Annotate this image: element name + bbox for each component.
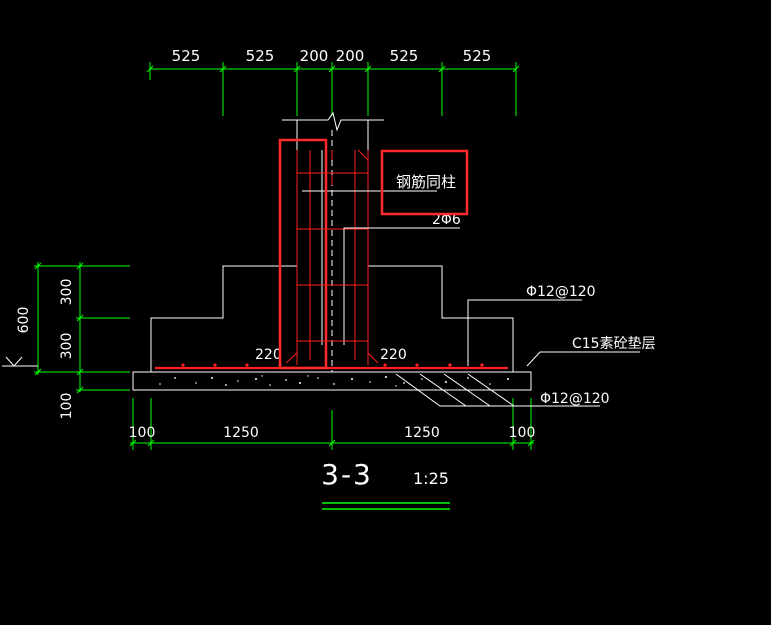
- left-dimension-chain: 600 300 300 100: [2, 262, 130, 419]
- top-dim-1: 525: [172, 47, 201, 65]
- section-title: 3-3 1:25: [321, 458, 450, 510]
- label-highlight-box: [380, 149, 469, 216]
- bottom-rebar-label: Φ12@120: [540, 391, 610, 407]
- break-line-icon: [282, 111, 384, 132]
- concrete-cushion-pad: [132, 371, 532, 391]
- rebar: [155, 149, 508, 370]
- leader-lines: [302, 190, 640, 407]
- pad-hatching: [159, 375, 509, 387]
- bottom-dim-2: 1250: [223, 425, 259, 441]
- cushion-layer-label: C15素砼垫层: [572, 336, 656, 352]
- column-highlight-box: [278, 138, 328, 370]
- left-dim-total: 600: [16, 307, 32, 334]
- bottom-dim-1: 100: [129, 425, 156, 441]
- top-dim-4: 200: [336, 47, 365, 65]
- hook-length-left: 220: [255, 347, 282, 363]
- left-dim-upper: 300: [59, 279, 75, 306]
- left-dim-lower: 300: [59, 333, 75, 360]
- top-dimension-chain: 525 525 200 200 525 525: [146, 47, 520, 116]
- hook-length-right: 220: [380, 347, 407, 363]
- bottom-dimension-chain: 100 1250 1250 100: [129, 398, 536, 450]
- scale-text: 1:25: [413, 469, 449, 488]
- upper-rebar-label: Φ12@120: [526, 284, 596, 300]
- column-bars-label: 2Φ6: [432, 212, 461, 228]
- top-dim-6: 525: [463, 47, 492, 65]
- left-dim-pad: 100: [59, 393, 75, 420]
- top-dim-3: 200: [300, 47, 329, 65]
- top-dim-5: 525: [390, 47, 419, 65]
- bottom-dim-3: 1250: [404, 425, 440, 441]
- elevation-mark-icon: [2, 356, 38, 367]
- top-dim-2: 525: [246, 47, 275, 65]
- steel-column-label: 钢筋同柱: [396, 173, 456, 191]
- bottom-dim-4: 100: [509, 425, 536, 441]
- section-title-text: 3-3: [321, 458, 373, 491]
